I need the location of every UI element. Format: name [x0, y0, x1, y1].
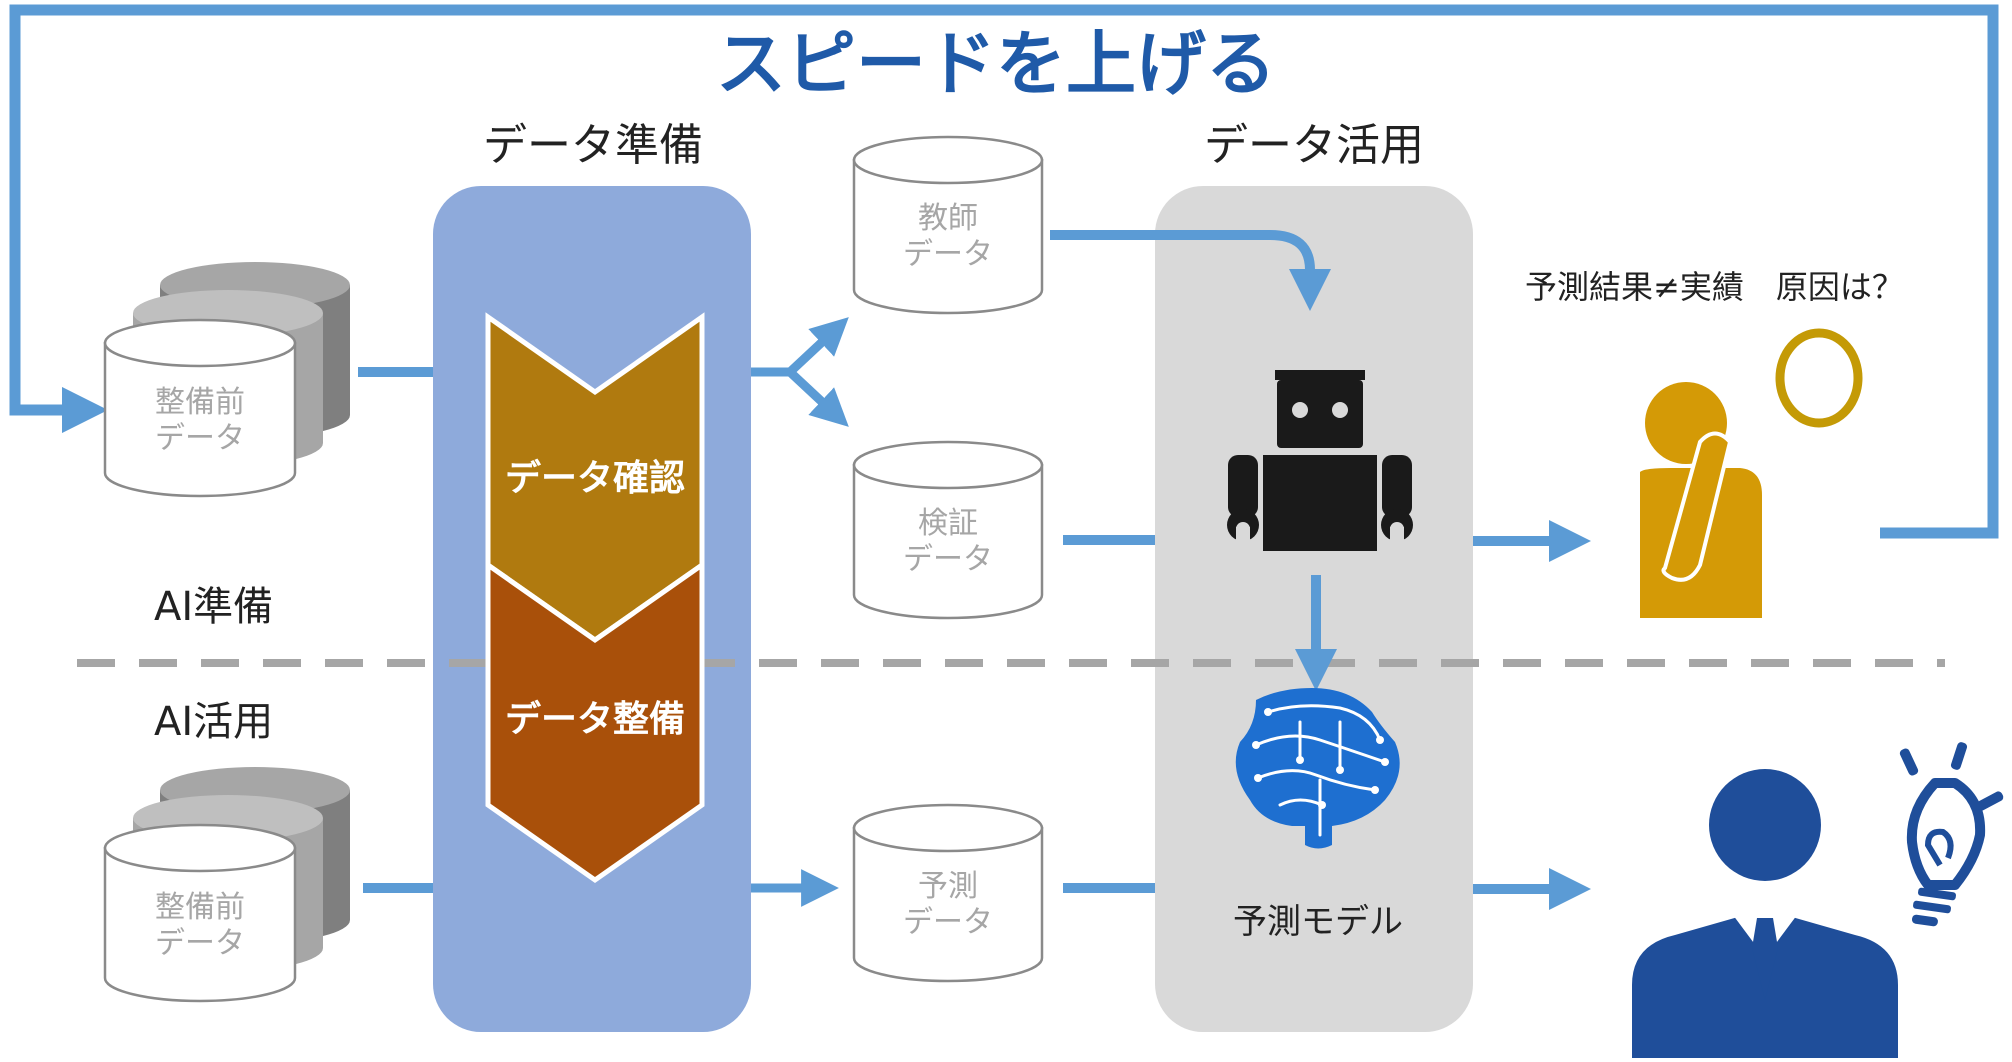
split-arrow-teacher [786, 317, 849, 376]
businessman-icon [1632, 769, 1898, 1058]
section-label-ai-prep: AI準備 [154, 584, 273, 630]
header-data-use: データ活用 [1204, 120, 1424, 171]
teacher-data-cylinder: 教師 データ [852, 135, 1044, 315]
header-data-prep: データ準備 [483, 120, 703, 171]
cylinder-label: データ [155, 926, 245, 961]
arrow-teacher-to-robot [1050, 230, 1331, 311]
page-title: スピードを上げる [716, 23, 1276, 105]
chevron-label-maintain: データ整備 [505, 698, 685, 740]
raw-data-stack-bottom: 整備前 データ [103, 767, 350, 1003]
thinking-person-icon [1640, 328, 1863, 618]
chevron-label-check: データ確認 [505, 457, 685, 499]
validation-data-cylinder: 検証 データ [852, 440, 1044, 620]
robot-icon [1227, 370, 1413, 551]
chevron-data-maintain [485, 560, 705, 884]
cylinder-label: データ [155, 421, 245, 456]
lightbulb-icon [1899, 742, 2004, 927]
cylinder-label: 検証 [918, 506, 978, 541]
cylinder-label: データ [903, 542, 993, 577]
section-label-ai-use: AI活用 [154, 699, 273, 745]
cylinder-label: 整備前 [155, 385, 245, 420]
prediction-data-cylinder: 予測 データ [852, 803, 1044, 983]
raw-data-stack-top: 整備前 データ [103, 262, 350, 498]
feedback-loop-arrow [9, 4, 1999, 539]
split-arrow-validation [786, 368, 849, 427]
cylinder-label: 整備前 [155, 890, 245, 925]
cylinder-label: 教師 [918, 201, 978, 236]
cylinder-label: データ [903, 905, 993, 940]
cylinder-label: データ [903, 237, 993, 272]
question-text: 予測結果≠実績 原因は？ [1525, 268, 1904, 306]
prediction-model-label: 予測モデル [1233, 902, 1403, 942]
cylinder-label: 予測 [918, 869, 978, 904]
brain-icon [1235, 688, 1400, 849]
